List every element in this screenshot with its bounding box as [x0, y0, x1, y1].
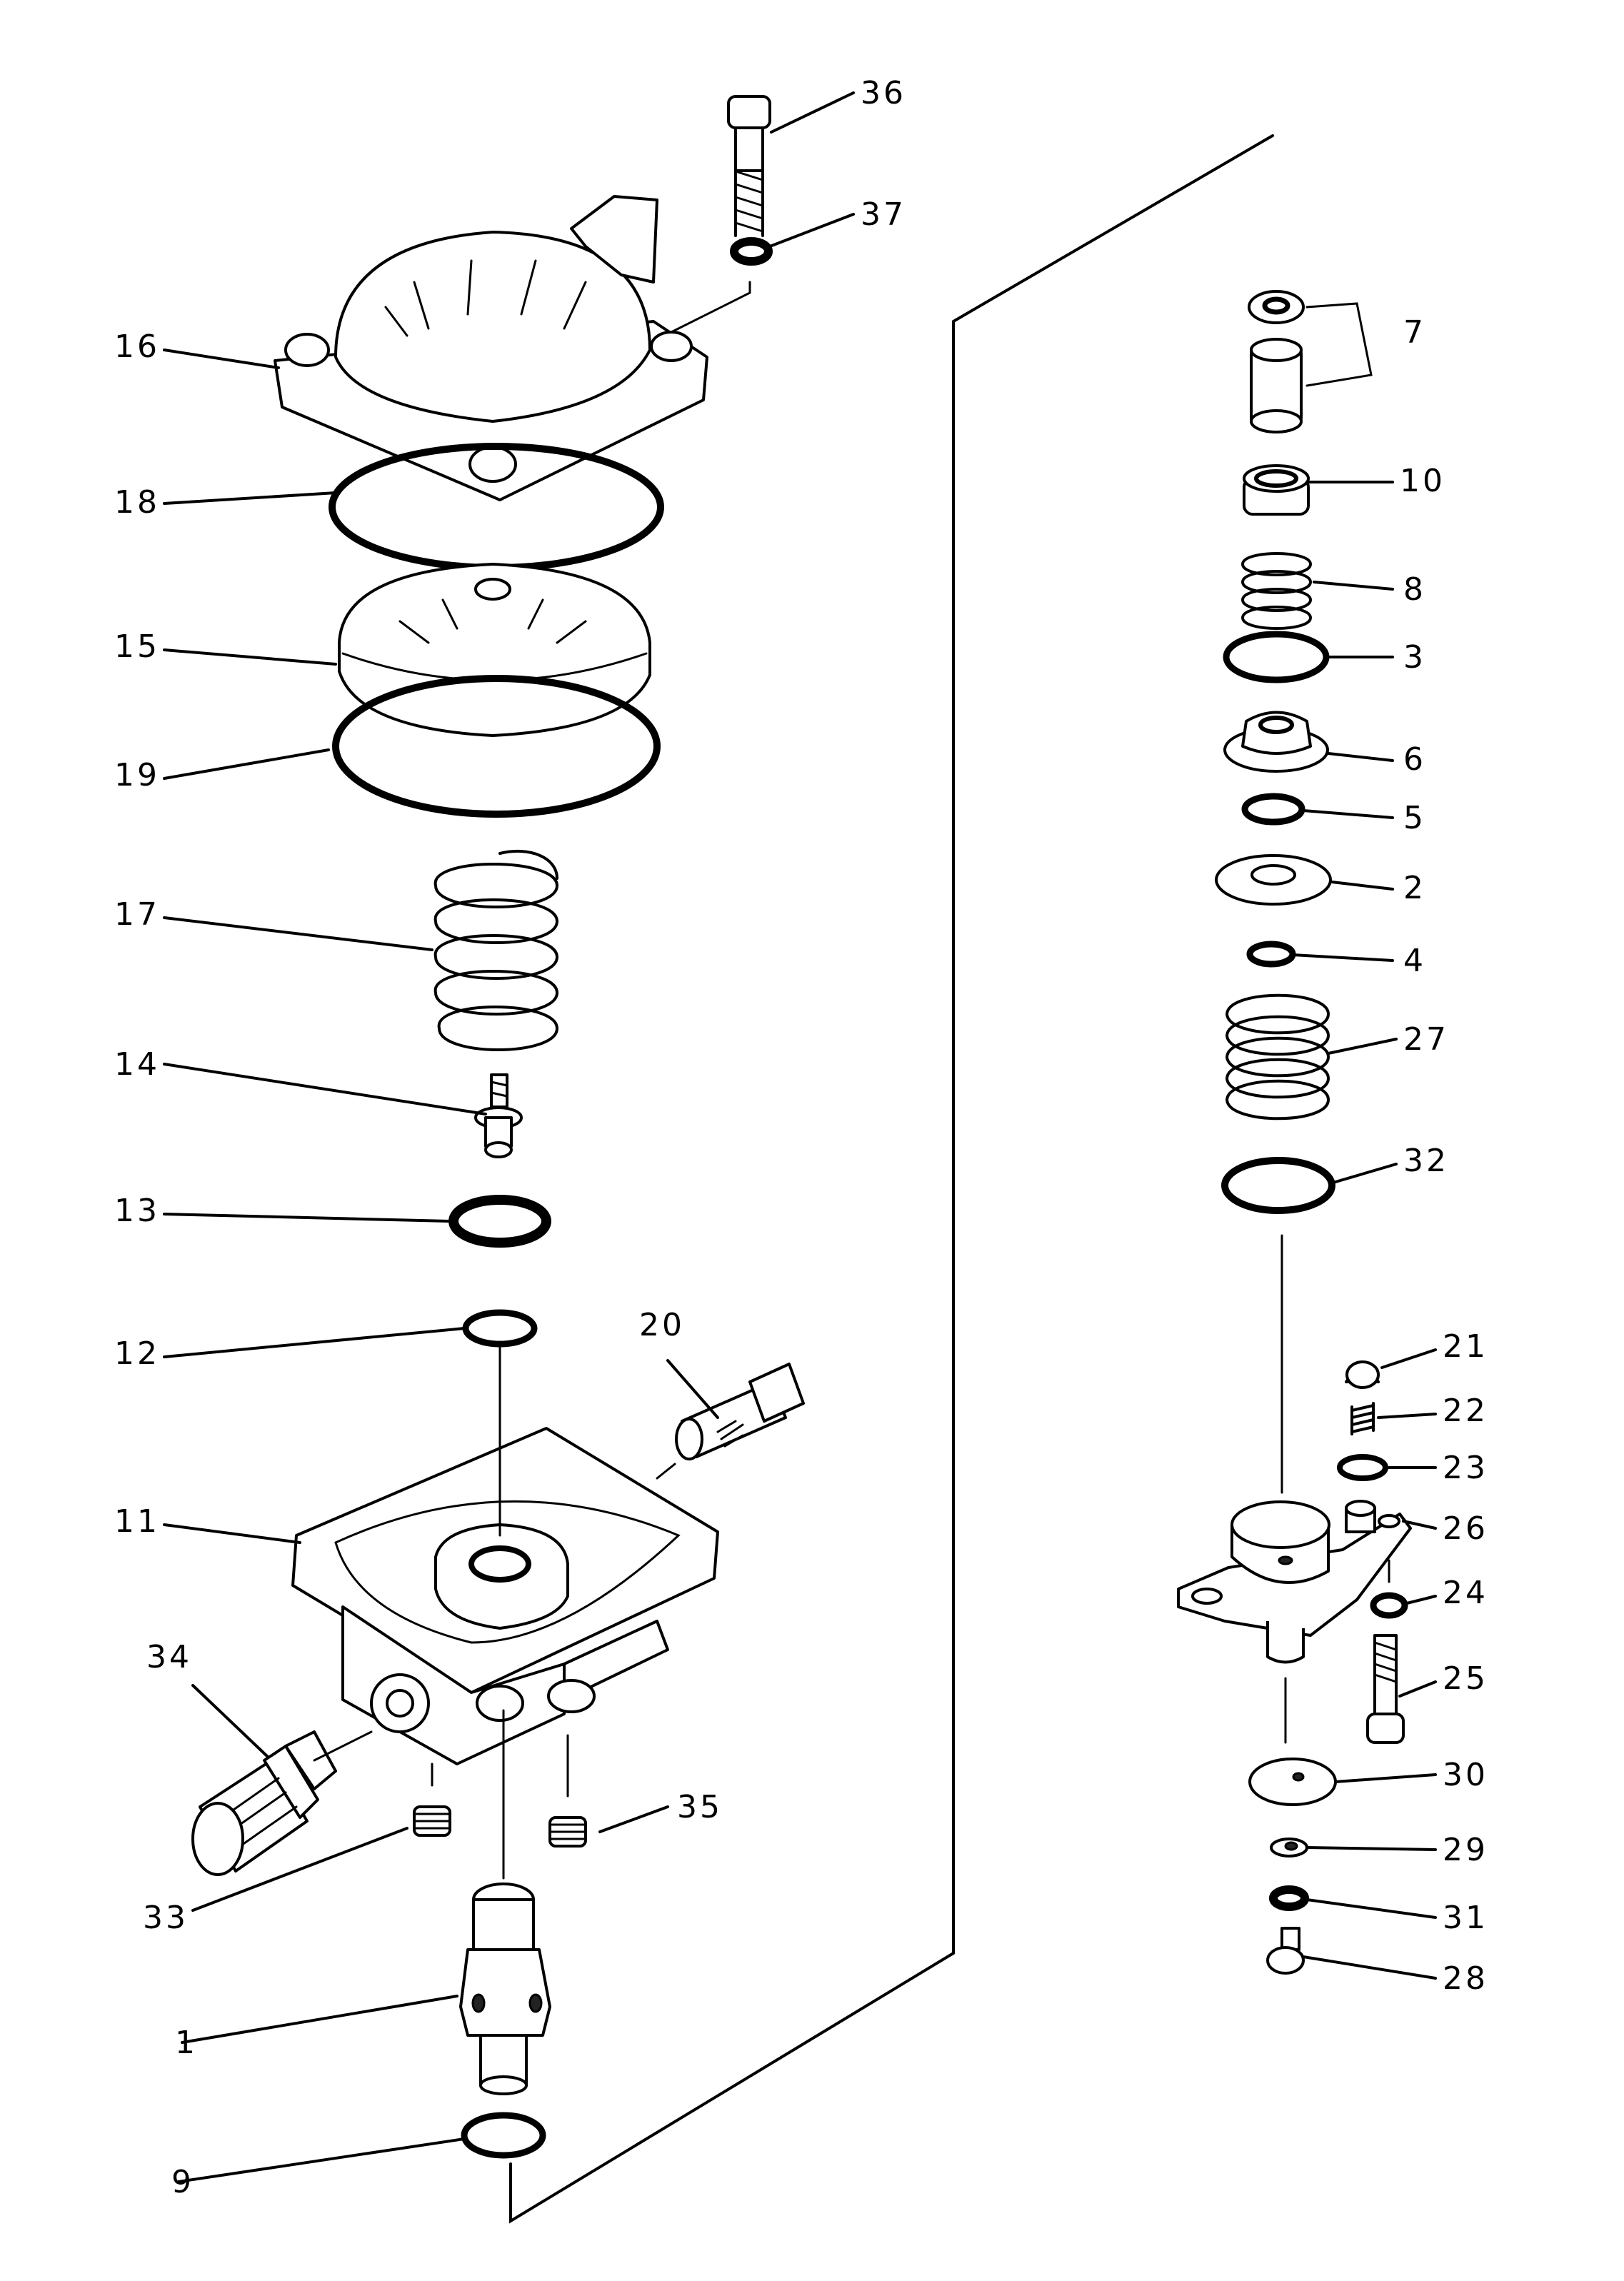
part-24-washer: [1370, 1592, 1408, 1619]
part-12-o-ring: [462, 1309, 538, 1348]
part-2-disc: [1215, 854, 1332, 906]
part-1-valve-cartridge: [459, 1709, 551, 2095]
part-25-bolt: [1366, 1634, 1405, 1744]
part-11-valve-body: [291, 1345, 719, 1765]
part-33-plug: [413, 1763, 451, 1837]
callout-19: 19: [114, 757, 160, 793]
callout-4: 4: [1403, 943, 1426, 979]
part-31-washer: [1269, 1885, 1309, 1911]
callout-11: 11: [114, 1503, 160, 1540]
callout-32: 32: [1403, 1143, 1449, 1179]
callout-9: 9: [171, 2164, 194, 2200]
callout-13: 13: [114, 1193, 160, 1229]
part-8-small-spring: [1241, 552, 1313, 630]
part-26-flange-housing: [1177, 1500, 1412, 1664]
assembly-boundary-line: [509, 134, 1274, 2224]
callout-6: 6: [1403, 741, 1426, 778]
callout-8: 8: [1403, 571, 1426, 608]
callout-26: 26: [1443, 1510, 1488, 1547]
callout-22: 22: [1443, 1393, 1488, 1429]
part-35-plug: [548, 1734, 587, 1848]
part-5-o-ring: [1241, 793, 1305, 826]
part-36-bolt: [727, 95, 771, 237]
part-15-diaphragm: [338, 563, 651, 737]
part-13-washer: [448, 1195, 551, 1248]
part-10-bushing: [1243, 464, 1310, 516]
callout-23: 23: [1443, 1450, 1488, 1486]
callout-31: 31: [1443, 1900, 1488, 1936]
callout-5: 5: [1403, 800, 1426, 836]
part-34-pipe-fitting: [191, 1730, 373, 1876]
callout-27: 27: [1403, 1021, 1449, 1058]
callout-34: 34: [146, 1639, 192, 1675]
callout-2: 2: [1403, 870, 1426, 906]
callout-28: 28: [1443, 1960, 1488, 1997]
part-19-large-o-ring: [332, 675, 661, 818]
part-27-spring: [1225, 993, 1330, 1121]
callout-18: 18: [114, 484, 160, 521]
part-7-seat-and-sleeve: [1248, 290, 1373, 433]
callout-12: 12: [114, 1335, 160, 1372]
callout-33: 33: [143, 1900, 189, 1936]
callout-29: 29: [1443, 1832, 1488, 1868]
callout-36: 36: [861, 75, 906, 111]
part-23-o-ring: [1337, 1454, 1388, 1481]
callout-21: 21: [1443, 1328, 1488, 1365]
callout-37: 37: [861, 196, 906, 233]
callout-25: 25: [1443, 1660, 1488, 1697]
callout-16: 16: [114, 329, 160, 365]
callout-24: 24: [1443, 1575, 1488, 1611]
callout-20: 20: [639, 1307, 685, 1343]
leader-lines: [163, 91, 1437, 2183]
part-20-filter-cartridge: [656, 1363, 805, 1480]
callout-35: 35: [677, 1789, 723, 1825]
callout-7: 7: [1403, 314, 1426, 351]
part-3-o-ring: [1223, 631, 1330, 683]
part-17-coil-spring: [433, 849, 559, 1051]
callout-1: 1: [175, 2025, 198, 2061]
callout-14: 14: [114, 1046, 160, 1083]
part-21-ball: [1345, 1360, 1380, 1389]
callout-15: 15: [114, 628, 160, 665]
part-9-o-ring: [461, 2112, 546, 2159]
callout-17: 17: [114, 896, 160, 933]
part-32-o-ring: [1221, 1157, 1335, 1214]
part-29-small-washer: [1270, 1838, 1308, 1858]
part-30-disc: [1248, 1677, 1337, 1806]
callout-30: 30: [1443, 1757, 1488, 1793]
part-37-lock-washer: [730, 237, 773, 266]
part-4-o-ring: [1246, 941, 1296, 968]
part-16-cover-housing: [274, 195, 751, 501]
part-6-valve-seat: [1223, 711, 1329, 773]
part-22-small-spring: [1350, 1402, 1375, 1435]
callout-3: 3: [1403, 639, 1426, 676]
part-28-screw: [1266, 1927, 1305, 1975]
callout-labels: 36 37 16 18 15 19 17 14 13 12 20 11 34 3…: [114, 75, 1488, 2200]
part-14-stem: [474, 1073, 523, 1158]
callout-10: 10: [1400, 463, 1445, 499]
